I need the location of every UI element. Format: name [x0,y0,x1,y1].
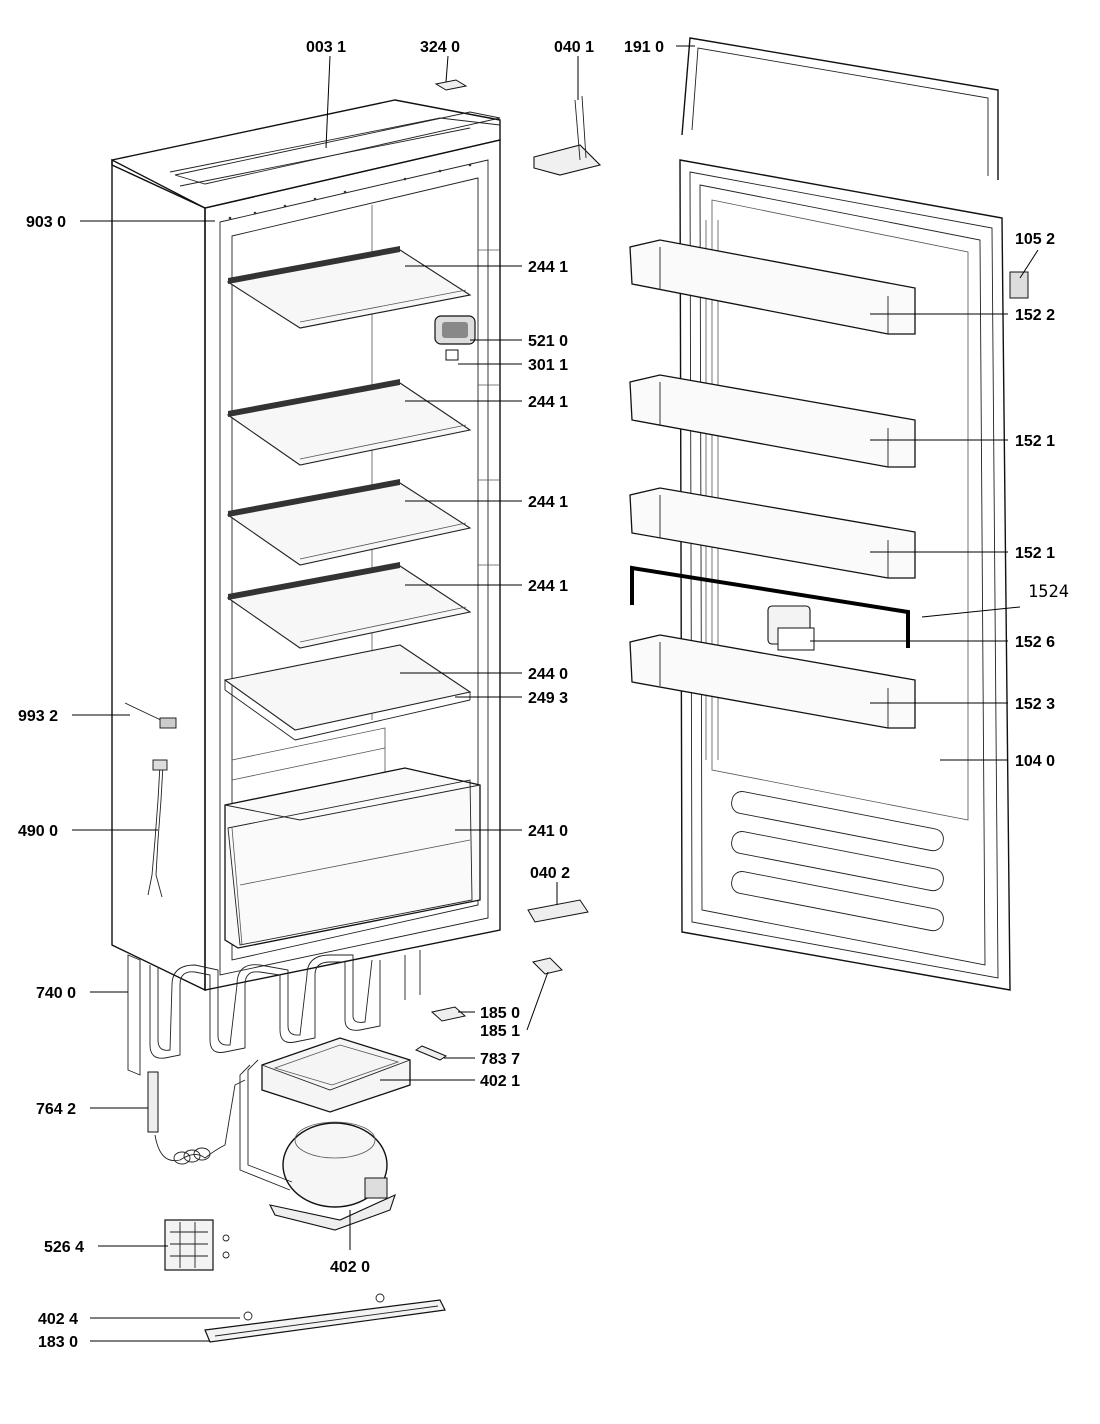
label-324-0: 324 0 [420,39,460,56]
hinge-cover [1009,271,1029,299]
label-152-2: 152 2 [1015,307,1055,324]
door-gasket [681,37,999,180]
glass-shelf-3 [226,479,472,566]
glass-shelf-5 [223,644,472,741]
drip-tray [261,1037,411,1113]
leader-lines [72,45,1039,1342]
crisper-drawer [224,767,481,949]
label-152-6: 152 6 [1015,634,1055,651]
top-small-parts [434,79,602,176]
label-244-1-a: 244 1 [528,259,568,276]
label-521-0: 521 0 [528,333,568,350]
wire-harness [147,759,168,898]
label-185-0: 185 0 [480,1005,520,1022]
label-185-1: 185 1 [480,1023,520,1040]
egg-holder [767,605,815,651]
label-526-4: 526 4 [44,1239,84,1256]
glass-shelf-2 [226,379,472,466]
label-301-1: 301 1 [528,357,568,374]
label-003-1: 003 1 [306,39,346,56]
label-993-2: 993 2 [18,708,58,725]
dryer-filter [147,1071,246,1165]
label-241-0: 241 0 [528,823,568,840]
label-490-0: 490 0 [18,823,58,840]
label-1524: 1524 [1028,582,1069,602]
compressor [239,1059,396,1231]
label-402-0: 402 0 [330,1259,370,1276]
label-152-1-b: 152 1 [1015,545,1055,562]
glass-shelf-4 [226,562,472,649]
door-balcony-3 [629,487,916,579]
label-903-0: 903 0 [26,214,66,231]
label-105-2: 105 2 [1015,231,1055,248]
label-104-0: 104 0 [1015,753,1055,770]
label-249-3: 249 3 [528,690,568,707]
door-balcony-1 [629,239,916,335]
label-191-0: 191 0 [624,39,664,56]
glass-shelf-1 [226,246,472,329]
start-relay [164,1219,230,1271]
label-244-1-d: 244 1 [528,578,568,595]
label-402-1: 402 1 [480,1073,520,1090]
label-183-0: 183 0 [38,1334,78,1351]
door-balcony-4 [629,634,916,729]
condenser [127,950,421,1076]
thermostat-housing [434,315,476,361]
label-244-1-b: 244 1 [528,394,568,411]
small-brackets [414,899,589,1061]
part-labels: 003 1 324 0 040 1 191 0 903 0 105 2 244 … [18,39,1069,1351]
label-783-7: 783 7 [480,1051,520,1068]
label-402-4: 402 4 [38,1311,78,1328]
label-244-1-c: 244 1 [528,494,568,511]
door-balcony-2 [629,374,916,468]
bottom-rail [204,1293,446,1343]
label-152-3: 152 3 [1015,696,1055,713]
label-764-2: 764 2 [36,1101,76,1118]
label-244-0: 244 0 [528,666,568,683]
cabinet [111,99,501,992]
label-152-1-a: 152 1 [1015,433,1055,450]
label-040-2: 040 2 [530,865,570,882]
highlight-bracket [630,565,910,648]
label-740-0: 740 0 [36,985,76,1002]
lamp-wire [124,702,177,729]
label-040-1: 040 1 [554,39,594,56]
